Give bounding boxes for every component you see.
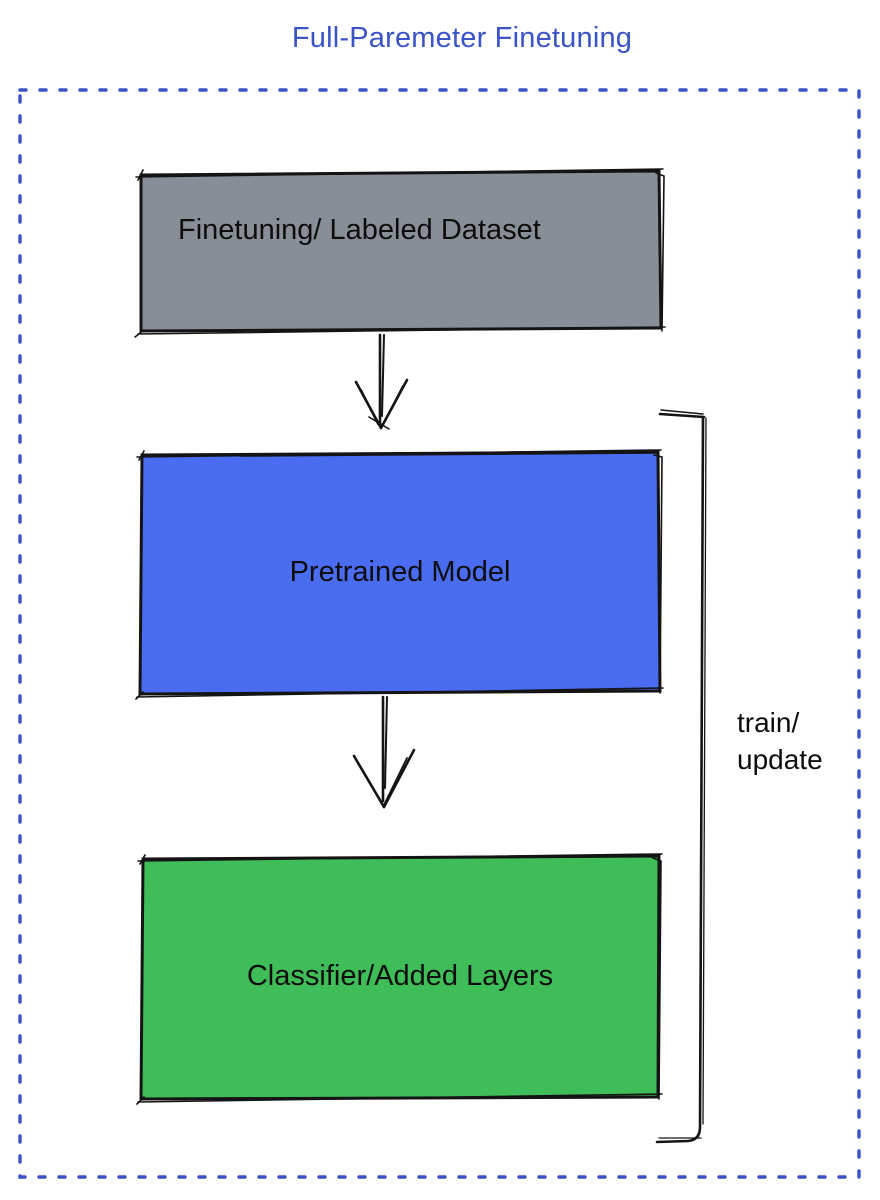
node-classifier-sketch-lines: [136, 853, 663, 1105]
node-dataset-box: [139, 169, 663, 333]
bracket-vertical: [655, 415, 705, 1144]
arrow-head-right-double: [383, 757, 408, 806]
bracket-top-hook: [658, 412, 706, 419]
node-pretrained-label: Pretrained Model: [289, 556, 511, 588]
train-update-label-line1: train/: [737, 707, 800, 738]
arrow-shaft-double: [381, 334, 385, 417]
node-dataset-sketch-lines: [134, 168, 666, 338]
arrow-head-left-double: [360, 389, 379, 425]
arrow-dataset-to-pretrained: [354, 333, 409, 430]
node-dataset: [134, 168, 666, 338]
arrow-head-right-double: [384, 385, 404, 422]
train-update-bracket: [655, 409, 707, 1144]
arrow-pretrained-to-classifier: [352, 695, 416, 809]
arrow-shaft-double: [384, 696, 388, 789]
node-pretrained-sketch-lines: [135, 449, 664, 700]
node-classifier: [136, 853, 663, 1105]
train-update-label-line2: update: [737, 744, 823, 775]
dotted-boundary: [18, 88, 861, 1179]
arrow-head-right: [382, 748, 416, 809]
arrow-head-left-double: [357, 762, 381, 801]
node-dataset-label: Finetuning/ Labeled Dataset: [178, 214, 541, 246]
bracket-vertical-double: [702, 417, 707, 1125]
bracket-top-hook-double: [660, 409, 704, 415]
train-update-label: train/ update: [737, 704, 823, 778]
node-pretrained: [135, 449, 664, 700]
node-classifier-label: Classifier/Added Layers: [246, 960, 554, 992]
page-title: Full-Paremeter Finetuning: [291, 22, 633, 54]
arrow-head-stray-stroke: [368, 416, 390, 430]
